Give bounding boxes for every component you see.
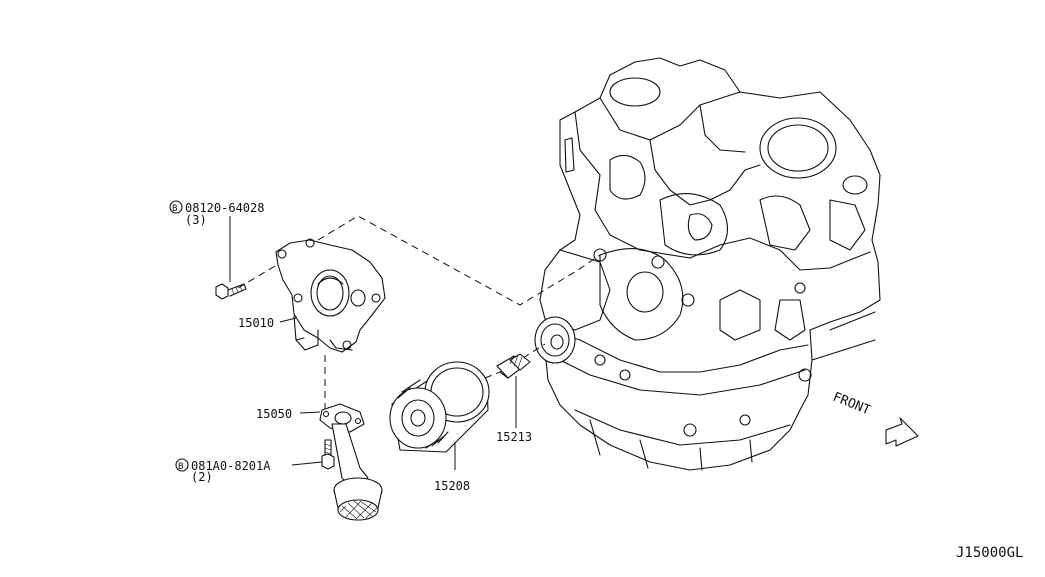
- bolt-strainer-prefix: B: [178, 462, 183, 472]
- label-front: FRONT: [831, 390, 873, 419]
- bolt-pump-partno: 08120-64028: [185, 201, 264, 215]
- leader-lines: [229, 216, 517, 470]
- bolt-strainer: [321, 439, 335, 470]
- bolt-strainer-partno: 081A0-8201A: [191, 459, 271, 473]
- oil-strainer: [331, 423, 383, 521]
- bolt-strainer-qty: (2): [191, 470, 213, 484]
- label-connector: 15213: [496, 430, 532, 444]
- oil-pump: [275, 238, 386, 353]
- bolt-oil-pump: [215, 283, 247, 300]
- diagram-code: J15000GL: [956, 545, 1023, 561]
- label-oil-filter: 15208: [434, 479, 470, 493]
- label-oil-pump: 15010: [238, 316, 274, 330]
- callout-bolt-strainer: B 081A0-8201A (2): [175, 458, 271, 484]
- oil-filter-connector: [496, 353, 531, 379]
- engine-block: [534, 57, 881, 471]
- front-arrow: [885, 417, 919, 447]
- bolt-pump-qty: (3): [185, 213, 207, 227]
- gasket: [319, 403, 365, 433]
- callout-bolt-pump: B 08120-64028 (3): [169, 200, 264, 227]
- label-gasket: 15050: [256, 407, 292, 421]
- oil-filter: [389, 361, 490, 453]
- bolt-pump-prefix: B: [172, 204, 177, 214]
